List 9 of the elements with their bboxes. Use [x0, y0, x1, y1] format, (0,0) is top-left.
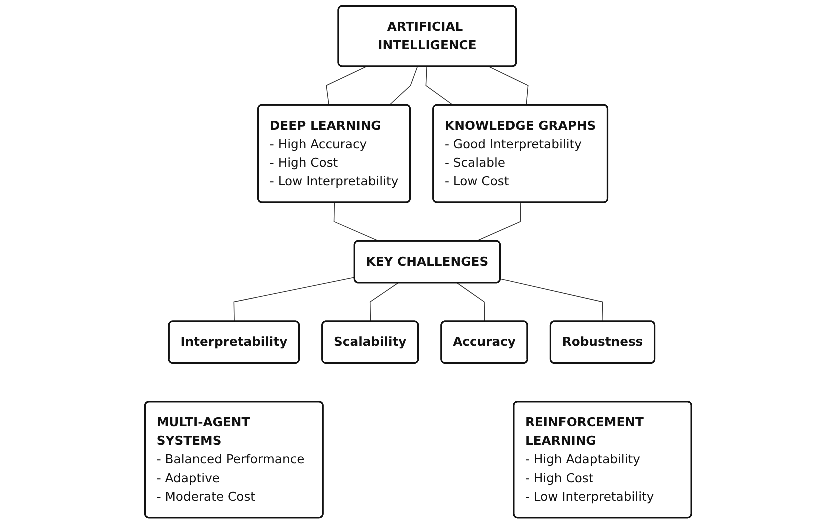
connector: [233, 277, 355, 322]
connector: [370, 282, 398, 322]
connector: [456, 282, 485, 322]
connector: [326, 66, 366, 106]
connector: [425, 66, 454, 106]
connector: [488, 66, 528, 106]
connector: [500, 278, 604, 322]
connector: [388, 66, 418, 106]
connector: [333, 202, 380, 242]
